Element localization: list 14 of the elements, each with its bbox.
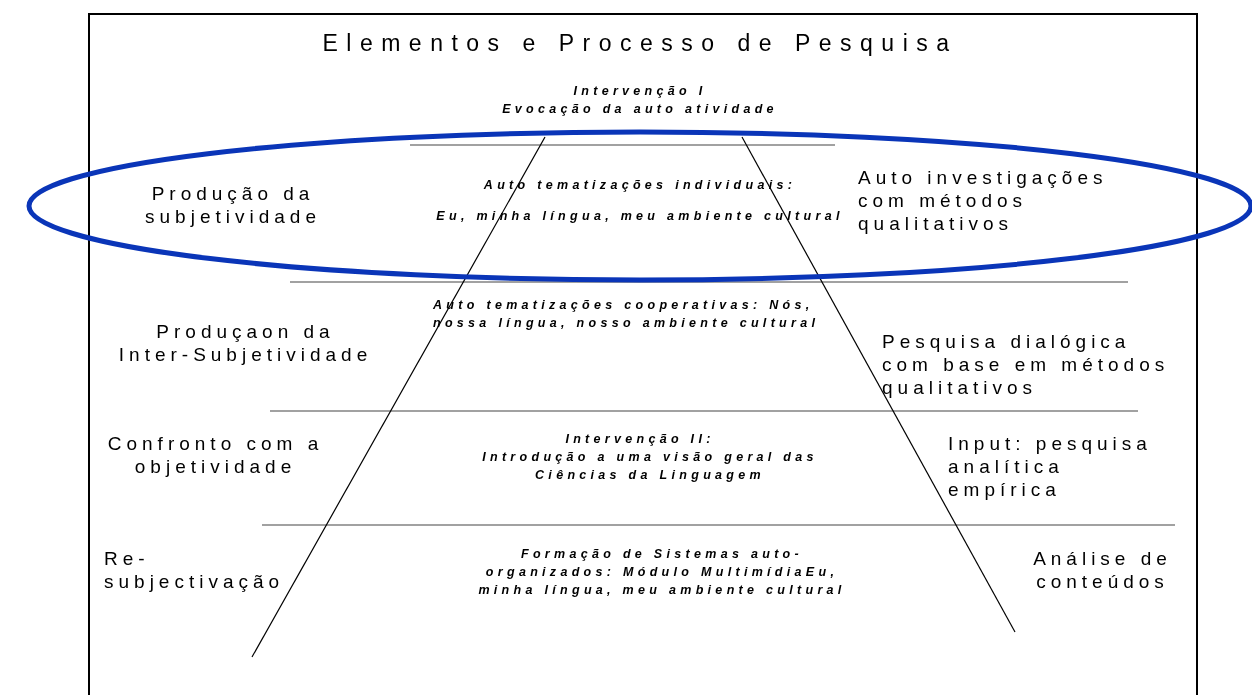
heading-text: Intervenção II: [564, 431, 716, 448]
theme-text: Introdução a uma visão geral das Ciências da Linguagem [481, 449, 819, 484]
row-label: Produção da subjetividade [144, 182, 322, 228]
method-label: Análise de conteúdos [1032, 547, 1173, 593]
method-label: Input: pesquisa analítica empírica [948, 432, 1153, 501]
row-label: Confronto com a objetividade [106, 432, 325, 478]
row-label: Produçaon da Inter-Subjetividade [118, 320, 373, 366]
heading-text: Intervenção I [572, 83, 708, 100]
theme-text: Formação de Sistemas auto-organizados: Módulo MultimídiaEu, minha língua, meu ambiente cultural [477, 546, 847, 599]
heading-text: Evocação da auto atividade [501, 101, 779, 118]
method-label: Pesquisa dialógica com base em métodos qualitativos [882, 330, 1171, 399]
row-label: Auto investigações com métodos qualitativos [858, 166, 1109, 235]
row-label: Re-subjectivação [104, 547, 279, 593]
title: Elementos e Processo de Pesquisa [321, 30, 959, 57]
